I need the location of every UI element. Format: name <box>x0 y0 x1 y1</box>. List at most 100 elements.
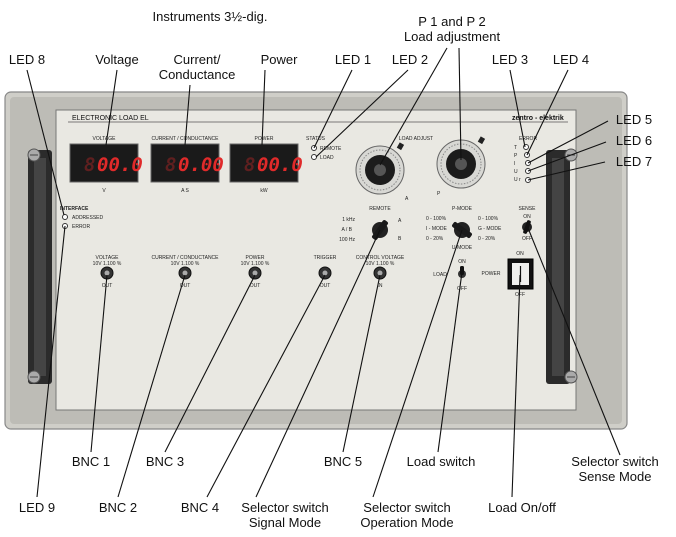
callout-led2: LED 2 <box>392 52 428 67</box>
callout-current-line2: Conductance <box>159 67 236 82</box>
meter-power-label: POWER <box>255 136 274 142</box>
status-remote-label: REMOTE <box>320 146 342 152</box>
interface-addressed-label: ADDRESSED <box>72 215 104 221</box>
error-t-label: T <box>514 145 517 151</box>
callout-led9: LED 9 <box>19 500 55 515</box>
callout-led6: LED 6 <box>616 133 652 148</box>
callout-led3: LED 3 <box>492 52 528 67</box>
leader-lines <box>26 47 621 498</box>
knob-p2[interactable] <box>436 136 486 189</box>
leader-led4 <box>526 69 569 156</box>
callout-power: Power <box>261 52 299 67</box>
leader-voltage <box>105 69 118 146</box>
leader-led8 <box>26 69 65 216</box>
bnc-4-label: TRIGGER <box>314 255 337 261</box>
meter-current-display <box>150 143 220 183</box>
leader-p2 <box>458 47 462 161</box>
mode-u-label: U-MODE <box>452 245 473 251</box>
callout-led7: LED 7 <box>616 154 652 169</box>
leader-power <box>261 69 266 146</box>
callout-operation-line1: Selector switch <box>363 500 450 515</box>
load-switch-off-label: OFF <box>457 286 467 292</box>
callout-current-line1: Current/ <box>174 52 221 67</box>
bnc-3-sub: 10V 1.100 % <box>241 261 270 267</box>
mode-g-label: G - MODE <box>478 226 502 232</box>
status-load-label: LOAD <box>320 155 334 161</box>
meter-voltage-value: 00.0 <box>97 154 143 176</box>
meter-voltage-display <box>69 143 139 183</box>
bnc-3[interactable]: POWER 10V 1.100 % OUT <box>241 255 270 289</box>
bnc-1[interactable]: VOLTAGE 10V 1.100 % OUT <box>93 255 122 289</box>
error-p-label: P <box>514 153 518 159</box>
error-u-label: U <box>514 169 518 175</box>
selector-switch-sense-mode[interactable] <box>522 220 532 235</box>
meter-power-unit: kW <box>260 188 268 194</box>
meter-voltage-label: VOLTAGE <box>93 136 117 142</box>
bnc-4[interactable]: TRIGGER OUT <box>314 255 337 289</box>
bnc-2[interactable]: CURRENT / CONDUCTANCE 10V 1.100 % OUT <box>151 255 219 289</box>
bnc-3-out: OUT <box>250 283 261 289</box>
sense-label: SENSE <box>519 206 537 212</box>
callout-load-onoff: Load On/off <box>488 500 556 515</box>
bnc-2-label: CURRENT / CONDUCTANCE <box>151 255 219 261</box>
callout-signal-line1: Selector switch <box>241 500 328 515</box>
remote-100hz-label: 100 Hz <box>339 237 355 243</box>
meter-current-digit-off: 8 <box>165 154 176 176</box>
leader-current <box>184 84 191 146</box>
leader-load-switch <box>437 271 463 453</box>
remote-switch-label: REMOTE <box>369 206 391 212</box>
callout-p1p2-line2: Load adjustment <box>404 29 501 44</box>
meter-voltage-unit: V <box>102 188 106 194</box>
bnc-2-out: OUT <box>180 283 191 289</box>
power-switch-label: POWER <box>482 271 501 277</box>
screw-top-left <box>27 148 41 162</box>
sense-on-label: ON <box>523 214 531 220</box>
screw-bottom-left <box>27 370 41 384</box>
leader-signal-mode <box>255 229 381 498</box>
meter-voltage-digit-off: 8 <box>84 154 95 176</box>
callout-operation-line2: Operation Mode <box>360 515 453 530</box>
remote-1khz-label: 1 kHz <box>342 217 355 223</box>
meter-power-digit-off: 8 <box>244 154 255 176</box>
bnc-1-out: OUT <box>102 283 113 289</box>
leader-bnc4 <box>206 274 326 498</box>
power-off-label: OFF <box>515 292 525 298</box>
range-left-top: 0 - 100% <box>426 216 447 222</box>
remote-ab-label: A / B <box>341 227 352 233</box>
range-right-bottom: 0 - 20% <box>478 236 496 242</box>
load-adjust-label: LOAD ADJUST <box>399 136 433 142</box>
knob-p1[interactable] <box>355 142 405 195</box>
leader-sense-mode <box>527 227 621 456</box>
callout-led5: LED 5 <box>616 112 652 127</box>
load-switch[interactable] <box>458 266 466 278</box>
bnc-5-sub: 10V 1.100 % <box>366 261 395 267</box>
leader-load-onoff <box>511 274 521 498</box>
screw-bottom-right <box>564 370 578 384</box>
meter-voltage: VOLTAGE 8 00.0 V <box>69 136 143 194</box>
bnc-1-label: VOLTAGE <box>96 255 120 261</box>
leader-operation-mode <box>372 229 463 498</box>
bnc-5-label: CONTROL VOLTAGE <box>356 255 405 261</box>
power-switch[interactable] <box>507 258 534 290</box>
bnc-4-out: OUT <box>320 283 331 289</box>
knob-p1-letter: A <box>405 196 409 202</box>
knob-p2-letter: P <box>437 191 441 197</box>
bnc-5[interactable]: CONTROL VOLTAGE 10V 1.100 % IN <box>356 255 405 289</box>
pmode-label: P-MODE <box>452 206 473 212</box>
remote-a-label: A <box>398 218 402 224</box>
error-ur-label: U r <box>514 177 521 183</box>
meter-current-unit: A S <box>181 188 189 194</box>
callout-signal-line2: Signal Mode <box>249 515 321 530</box>
status-label: STATUS <box>306 136 326 142</box>
leader-p1 <box>379 47 448 166</box>
callout-led1: LED 1 <box>335 52 371 67</box>
meter-current-value: 0.00 <box>178 154 224 176</box>
meter-power-display <box>229 143 299 183</box>
bnc-2-sub: 10V 1.100 % <box>171 261 200 267</box>
bnc-1-sub: 10V 1.100 % <box>93 261 122 267</box>
error-i-label: I <box>514 161 515 167</box>
callout-bnc1: BNC 1 <box>72 454 110 469</box>
callout-voltage: Voltage <box>95 52 138 67</box>
